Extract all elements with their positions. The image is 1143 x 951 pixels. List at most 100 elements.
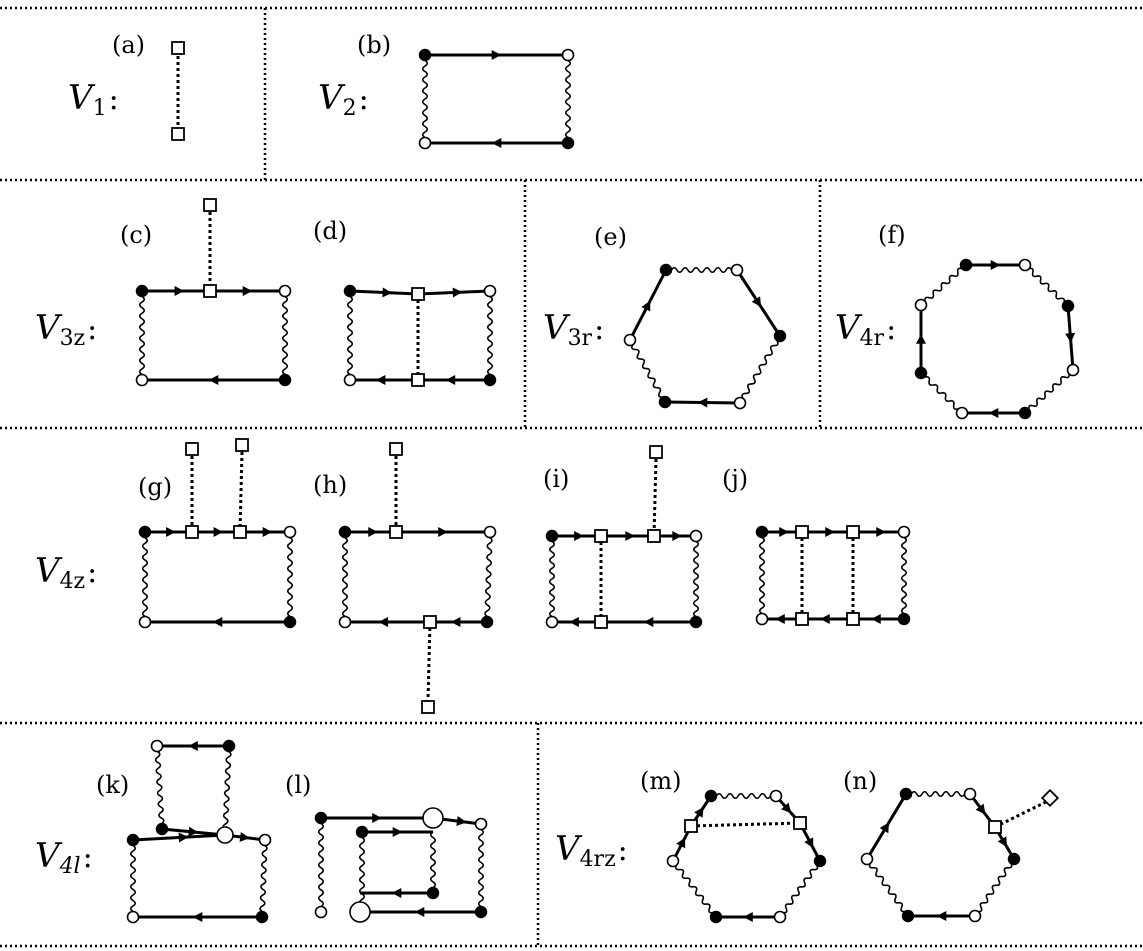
filled-vertex [899,787,913,801]
interaction-line [758,531,766,620]
arrow-head [997,836,1007,848]
filled-vertex [126,833,140,847]
square-vertex [1040,788,1060,808]
interaction-line [429,831,437,894]
open-vertex [897,525,911,539]
open-vertex [1066,363,1080,377]
square-vertex [185,442,199,456]
filled-vertex [474,905,488,919]
square-vertex [203,284,217,298]
label-l: (l) [285,771,311,799]
label-c: (c) [120,221,152,249]
open-vertex [349,901,371,923]
filled-vertex [709,910,723,924]
diagram-f [914,258,1080,420]
open-vertex [963,787,977,801]
open-vertex [126,910,140,924]
arrow-head [672,531,682,541]
open-vertex [338,615,352,629]
filled-vertex [338,525,352,539]
filled-vertex [813,854,827,868]
arrow-head [820,614,830,624]
interaction-line [421,54,429,144]
label-d: (d) [313,217,347,245]
label-n: (n) [843,767,877,795]
filled-vertex [545,529,559,543]
vertex-label-v1: V1: [68,78,119,121]
open-vertex [623,333,637,347]
filled-vertex [138,525,152,539]
filled-vertex [135,284,149,298]
vertex-label-v3z: V3z: [35,308,97,351]
open-vertex [483,284,497,298]
label-b: (b) [357,31,391,59]
open-vertex [545,615,559,629]
interaction-line [341,531,349,623]
filled-vertex [155,822,169,836]
arrow-head [751,296,762,308]
filled-vertex [1061,299,1075,313]
label-a: (a) [112,31,145,59]
filled-vertex [483,373,497,387]
arrow-head [166,527,176,537]
filled-vertex [1018,406,1032,420]
open-vertex [418,136,432,150]
square-vertex [594,615,608,629]
interaction-line [920,372,963,414]
arrow-head [775,614,785,624]
dotted-interaction [238,451,244,533]
panel-separators [0,6,1143,948]
interaction-line [973,858,1015,917]
arrow-head [643,617,654,627]
arrow-head [871,614,881,624]
vertex-label-v4rz: V4rz: [555,829,628,872]
arrow-head [262,527,273,537]
square-vertex [795,525,809,539]
arrow-head [491,138,502,148]
diagram-e [623,263,787,410]
arrow-head [375,375,386,385]
filled-vertex [343,284,357,298]
filled-vertex [704,789,718,803]
open-vertex [135,373,149,387]
open-vertex [769,789,783,803]
interaction-line [665,266,738,274]
label-j: (j) [722,465,748,493]
arrow-head [676,837,686,849]
arrow-head [491,50,502,60]
square-vertex [203,198,217,212]
square-vertex [235,438,249,452]
arrow-head [625,531,635,541]
filled-vertex [255,910,269,924]
arrow-head [392,827,403,837]
diagram-k [126,739,272,924]
label-m: (m) [640,767,681,795]
interaction-line [286,531,294,623]
open-vertex [216,826,234,844]
vertex-label-v4z: V4z: [35,551,97,594]
interaction-line [129,839,137,918]
square-vertex [411,373,425,387]
label-g: (g) [138,473,172,501]
label-f: (f) [878,221,906,249]
arrow-head [445,375,456,385]
interaction-line [1024,368,1074,415]
interaction-line [900,531,908,620]
open-vertex [730,263,744,277]
square-vertex [594,529,608,543]
interaction-line [1023,264,1069,308]
interaction-line [358,831,366,906]
interaction-line [710,792,777,800]
diagram-j [755,525,911,626]
arrow-head [378,617,389,627]
arrow-head [372,813,382,823]
interaction-line [548,535,556,623]
square-vertex [421,700,435,714]
interaction-line [629,339,667,403]
diagram-a [171,41,185,141]
interaction-line [866,858,910,917]
arrow-head [239,831,250,842]
dotted-interaction [652,458,658,537]
filled-vertex [659,263,673,277]
filled-vertex [773,329,787,343]
